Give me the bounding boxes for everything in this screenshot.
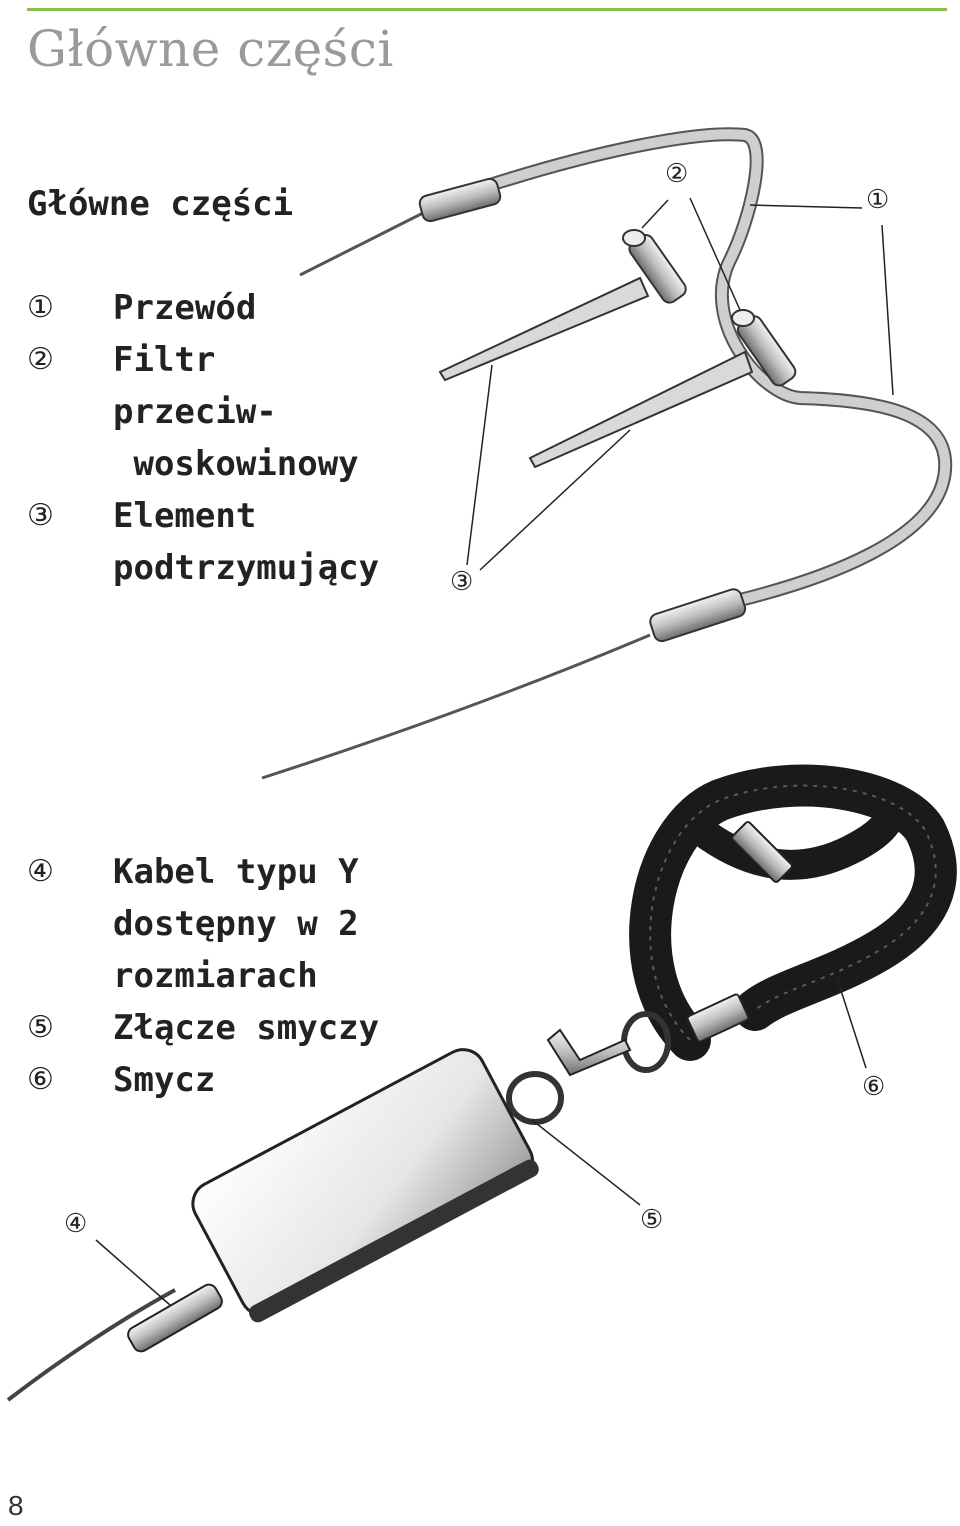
legend-label: Filtr przeciw- woskowinowy <box>113 340 359 484</box>
callout-4: ④ <box>64 1209 87 1239</box>
tube-drawing <box>261 127 953 780</box>
legend-number: ② <box>27 342 54 377</box>
callout-5: ⑤ <box>640 1205 663 1235</box>
legend-item: ⑤ Złącze smyczy <box>27 1002 547 1054</box>
section-heading: Główne części <box>27 184 294 224</box>
legend-number: ⑥ <box>27 1062 54 1097</box>
legend-number: ⑤ <box>27 1010 54 1045</box>
callout-3: ③ <box>450 567 473 597</box>
lanyard-drawing <box>629 764 957 1061</box>
legend-item: ③ Element podtrzymujący <box>27 490 547 594</box>
page-number: 8 <box>8 1490 24 1521</box>
leader-lines-top <box>466 197 894 571</box>
callout-1: ① <box>866 185 889 215</box>
legend-label: Kabel typu Y dostępny w 2 rozmiarach <box>113 852 359 996</box>
legend-parts-bottom: ④ Kabel typu Y dostępny w 2 rozmiarach ⑤… <box>27 846 547 1106</box>
legend-number: ① <box>27 290 54 325</box>
legend-item: ① Przewód <box>27 282 547 334</box>
legend-label: Przewód <box>113 288 257 328</box>
callout-2: ② <box>665 159 688 189</box>
leader-lines-bottom <box>95 974 867 1306</box>
y-cable-drawing <box>6 1048 539 1402</box>
legend-item: ② Filtr przeciw- woskowinowy <box>27 334 547 490</box>
legend-label: Smycz <box>113 1060 216 1100</box>
lanyard-clip-drawing <box>506 1011 671 1125</box>
legend-item: ⑥ Smycz <box>27 1054 547 1106</box>
legend-number: ④ <box>27 854 54 889</box>
callout-6: ⑥ <box>862 1072 885 1102</box>
top-rule <box>27 8 947 11</box>
legend-item: ④ Kabel typu Y dostępny w 2 rozmiarach <box>27 846 547 1002</box>
legend-label: Element podtrzymujący <box>113 496 380 588</box>
legend-number: ③ <box>27 498 54 533</box>
page-title: Główne części <box>27 20 394 78</box>
legend-label: Złącze smyczy <box>113 1008 380 1048</box>
legend-parts-top: ① Przewód ② Filtr przeciw- woskowinowy ③… <box>27 282 547 594</box>
